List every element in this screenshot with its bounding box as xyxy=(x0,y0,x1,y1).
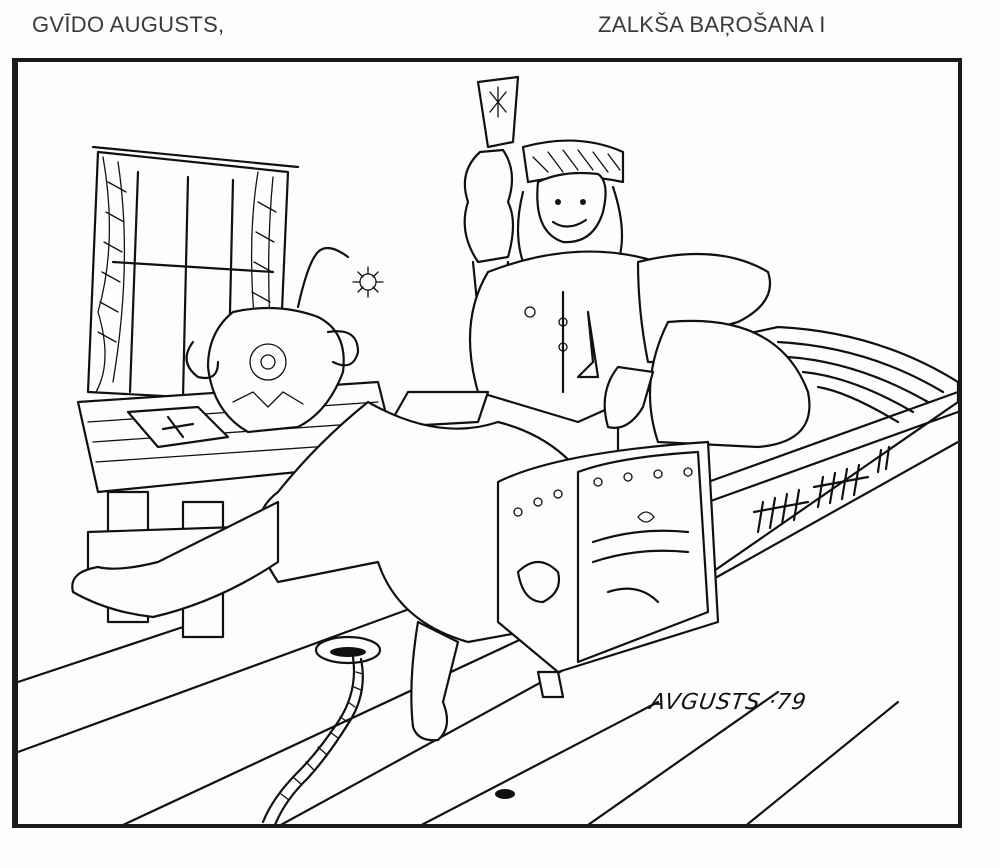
knot-hole xyxy=(495,789,515,799)
snake-with-bowl xyxy=(261,635,382,824)
artist-signature: AVGUSTS ·79 xyxy=(648,690,809,715)
artwork-frame: AVGUSTS ·79 xyxy=(12,58,962,828)
tally-marks xyxy=(752,445,891,534)
book-icon xyxy=(126,405,230,449)
ornate-chest xyxy=(496,440,720,699)
artwork-title: ZALKŠA BAŖOŠANA I xyxy=(598,12,826,37)
flower-icon xyxy=(352,266,384,298)
artist-name: GVĪDO AUGUSTS, xyxy=(32,12,225,37)
ornamented-jug xyxy=(185,246,384,434)
ink-drawing xyxy=(18,75,958,824)
